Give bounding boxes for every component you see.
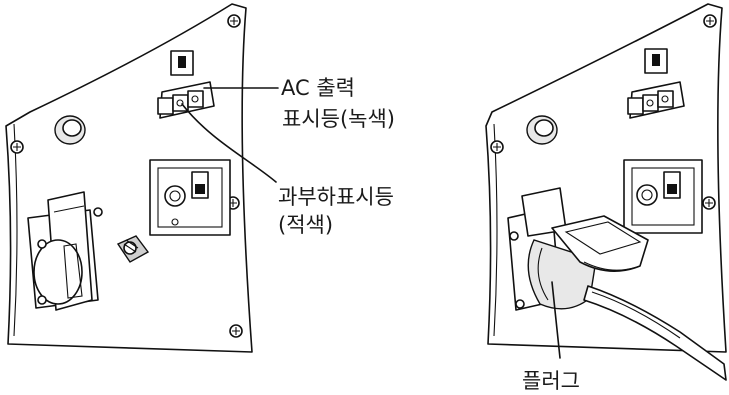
plug-label: 플러그 xyxy=(522,369,580,393)
plug-leader xyxy=(551,281,561,359)
indicator-lamps xyxy=(627,81,685,119)
breaker-outlet xyxy=(623,159,703,234)
overload-label-line1: 과부하표시등 xyxy=(278,185,394,209)
switch-icon xyxy=(644,48,668,74)
knob-icon xyxy=(54,115,86,145)
screw-icon xyxy=(10,140,24,154)
ac-output-label-line2: 표시등(녹색) xyxy=(282,107,395,131)
socket-with-plug xyxy=(507,187,727,381)
switch-icon xyxy=(170,50,194,76)
screw-icon xyxy=(703,14,717,28)
breaker-outlet xyxy=(149,159,231,236)
socket-with-cover xyxy=(27,191,103,311)
ac-output-label-line1: AC 출력 xyxy=(281,76,355,100)
screw-icon xyxy=(490,140,504,154)
knob-icon xyxy=(526,115,558,145)
indicator-lamps xyxy=(157,81,215,119)
screw-icon xyxy=(227,14,241,28)
right-control-panel xyxy=(485,3,727,381)
overload-label-line2: (적색) xyxy=(278,213,333,237)
screw-icon xyxy=(229,324,243,338)
left-control-panel xyxy=(5,3,253,353)
screw-icon xyxy=(702,196,716,210)
ground-terminal-icon xyxy=(116,235,150,263)
overload-indicator-leader xyxy=(181,103,277,183)
